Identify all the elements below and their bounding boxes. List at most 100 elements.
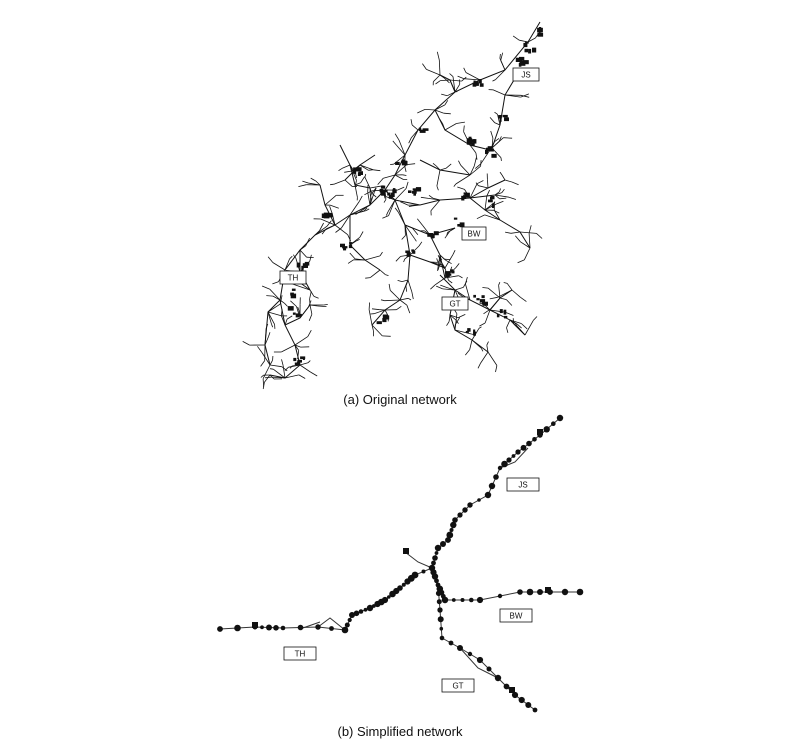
network-branch [486, 341, 489, 346]
network-branch [494, 194, 510, 198]
substation-mark [411, 249, 415, 252]
substation-mark [503, 309, 507, 315]
simplified-node [515, 449, 521, 455]
simplified-node [439, 635, 445, 641]
network-branch [429, 261, 443, 266]
network-branch [446, 321, 450, 326]
substation-mark [487, 146, 492, 151]
network-branch [432, 197, 441, 201]
network-branch [452, 250, 456, 255]
network-branch [520, 93, 530, 98]
simplified-node [260, 625, 264, 630]
network-branch [463, 78, 481, 81]
substation-mark [504, 117, 509, 122]
network-branch [399, 299, 408, 306]
substation-mark [418, 127, 422, 131]
substation-mark [348, 244, 353, 249]
network-branch [289, 365, 293, 369]
network-branch [262, 378, 265, 387]
network-branch [469, 144, 477, 154]
network-branch [501, 188, 505, 193]
network-branch [355, 173, 358, 179]
network-line [339, 144, 371, 189]
network-branch [401, 279, 409, 282]
network-branch [492, 79, 496, 82]
simplified-node [498, 466, 502, 470]
network-branch [463, 125, 465, 132]
network-branch [493, 209, 501, 221]
network-branch [497, 114, 501, 126]
simplified-node [532, 437, 537, 442]
substation-mark [528, 48, 532, 54]
simplified-node [493, 474, 499, 480]
substation-mark [496, 313, 500, 318]
simplified-node [462, 507, 468, 513]
network-branch [333, 179, 346, 185]
substation-mark [466, 140, 473, 145]
network-branch [517, 259, 525, 264]
network-branch [260, 374, 264, 378]
simplified-node [344, 622, 350, 628]
simplified-node [576, 588, 584, 596]
network-branch [396, 145, 406, 156]
simplified-node [436, 599, 442, 605]
network-branch [455, 174, 471, 185]
simplified-node [467, 651, 473, 657]
network-branch [294, 344, 300, 351]
simplified-node [436, 583, 440, 587]
substation-mark [504, 315, 508, 319]
substation-mark [520, 61, 526, 66]
network-branch [284, 374, 299, 379]
network-branch [504, 94, 521, 98]
simplified-node [551, 421, 556, 427]
network-branch [261, 285, 271, 290]
network-branch [267, 311, 282, 317]
network-branch [262, 364, 271, 379]
network-branch [413, 237, 417, 242]
network-branch [506, 283, 513, 291]
network-line [489, 289, 513, 311]
network-branch [506, 319, 511, 328]
network-branch [519, 231, 537, 234]
network-branch [329, 205, 333, 215]
network-branch [500, 52, 504, 61]
network-branch [411, 129, 419, 138]
network-branch [384, 299, 401, 302]
network-branch [373, 169, 381, 172]
network-branch [368, 169, 374, 171]
network-branch [281, 308, 283, 316]
substation-mark [380, 185, 386, 189]
substation-mark [392, 189, 397, 194]
network-branch [494, 111, 498, 115]
network-branch [514, 235, 521, 243]
network-branch [503, 282, 508, 284]
substation-mark [296, 313, 302, 317]
substation-mark [395, 161, 400, 165]
simplified-node [431, 560, 436, 566]
zone-label-bw: BW [499, 608, 533, 623]
simplified-node [501, 460, 508, 468]
network-branch [439, 254, 446, 261]
substation-mark [433, 231, 439, 236]
network-branch [398, 139, 406, 156]
network-branch [449, 227, 456, 232]
substation-mark [412, 251, 416, 254]
network-branch [334, 224, 348, 236]
network-branch [457, 75, 465, 80]
network-branch [473, 157, 477, 166]
network-branch [271, 376, 286, 379]
network-branch [449, 79, 455, 91]
simplified-node [434, 578, 439, 584]
network-branch [383, 174, 396, 179]
network-branch [379, 269, 386, 275]
network-branch [457, 292, 464, 298]
network-branch [500, 60, 506, 71]
network-branch [309, 304, 318, 307]
network-branch [487, 179, 489, 189]
network-branch [460, 164, 471, 176]
svg-text:BW: BW [468, 230, 481, 239]
network-branch [475, 163, 482, 169]
substation-mark [349, 242, 353, 245]
substation-mark [524, 48, 529, 53]
